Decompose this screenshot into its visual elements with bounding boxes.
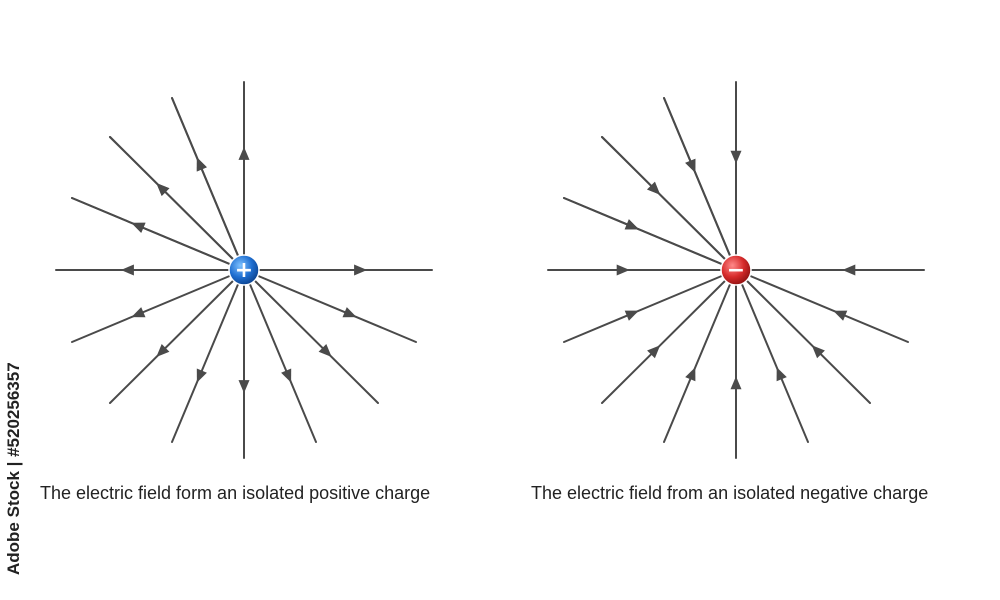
field-arrow <box>776 367 787 382</box>
field-arrow <box>730 150 742 164</box>
field-arrow <box>685 158 696 173</box>
field-arrow <box>318 344 332 357</box>
field-line <box>663 269 737 443</box>
positive-charge-sphere <box>228 254 260 286</box>
field-arrow <box>685 367 696 382</box>
field-line <box>71 197 245 271</box>
field-arrow <box>238 146 250 160</box>
negative-charge-field-diagram: − <box>547 81 925 459</box>
field-line <box>109 269 245 404</box>
positive-charge-sign: + <box>235 258 253 283</box>
field-line <box>243 269 417 343</box>
field-line <box>601 269 737 404</box>
positive-charge-caption: The electric field form an isolated posi… <box>40 483 431 503</box>
field-arrow <box>833 310 848 321</box>
field-arrow <box>616 264 630 276</box>
field-arrow <box>354 264 368 276</box>
field-line <box>71 269 245 343</box>
field-line <box>735 269 809 443</box>
field-line <box>243 269 317 443</box>
field-line <box>563 269 737 343</box>
field-arrow <box>811 345 825 359</box>
field-arrow <box>196 157 207 172</box>
stock-id-watermark: Adobe Stock | #520256357 <box>4 362 23 575</box>
field-line <box>663 97 737 271</box>
field-arrow <box>281 368 292 383</box>
field-arrow <box>238 380 250 394</box>
field-line <box>171 97 245 271</box>
field-arrow <box>120 264 134 276</box>
field-line <box>735 269 871 404</box>
field-arrow <box>647 345 661 359</box>
field-arrow <box>647 181 661 195</box>
field-line <box>601 136 737 271</box>
field-arrow <box>131 222 146 233</box>
field-arrow <box>842 264 856 276</box>
field-line <box>171 269 245 443</box>
field-line <box>563 197 737 271</box>
field-arrow <box>342 307 357 318</box>
field-arrow <box>196 368 207 383</box>
field-arrow <box>156 344 170 357</box>
field-line <box>109 136 245 271</box>
field-arrow <box>730 376 742 390</box>
field-arrow <box>624 310 639 321</box>
field-line <box>735 269 909 343</box>
negative-charge-caption: The electric field from an isolated nega… <box>531 483 929 503</box>
negative-charge-sphere <box>720 254 752 286</box>
negative-charge-sign: − <box>727 258 745 283</box>
field-arrow <box>624 219 639 230</box>
field-line <box>243 269 379 404</box>
positive-charge-field-diagram: + <box>55 81 433 459</box>
field-arrow <box>156 183 170 196</box>
field-arrow <box>131 307 146 318</box>
